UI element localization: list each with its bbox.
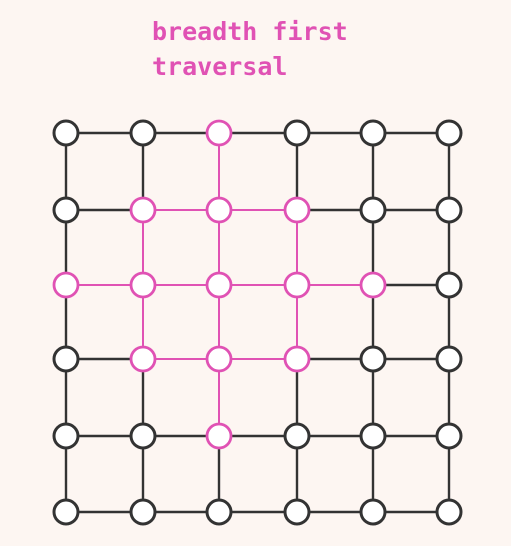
node-1-0: [52, 196, 80, 224]
edges-layer: [64, 131, 451, 514]
node-3-4: [359, 345, 387, 373]
title-line-2: traversal: [152, 52, 288, 81]
node-1-5: [435, 196, 463, 224]
visited-node-4-2: [205, 422, 233, 450]
node-4-5: [435, 422, 463, 450]
node-4-1: [129, 422, 157, 450]
visited-node-3-3: [283, 345, 311, 373]
nodes-layer: [52, 119, 463, 526]
node-5-4: [359, 498, 387, 526]
node-5-5: [435, 498, 463, 526]
visited-node-1-3: [283, 196, 311, 224]
node-4-4: [359, 422, 387, 450]
node-0-3: [283, 119, 311, 147]
node-1-4: [359, 196, 387, 224]
node-0-1: [129, 119, 157, 147]
node-4-3: [283, 422, 311, 450]
node-0-5: [435, 119, 463, 147]
title-line-1: breadth first: [152, 17, 348, 46]
node-5-3: [283, 498, 311, 526]
node-5-2: [205, 498, 233, 526]
node-3-0: [52, 345, 80, 373]
node-5-0: [52, 498, 80, 526]
visited-node-2-3: [283, 271, 311, 299]
node-3-5: [435, 345, 463, 373]
visited-node-2-1: [129, 271, 157, 299]
node-4-0: [52, 422, 80, 450]
diagram-title: breadth first traversal: [152, 14, 348, 84]
visited-node-3-1: [129, 345, 157, 373]
visited-node-0-2: [205, 119, 233, 147]
visited-node-2-2: [205, 271, 233, 299]
visited-node-1-1: [129, 196, 157, 224]
node-5-1: [129, 498, 157, 526]
visited-node-2-0: [52, 271, 80, 299]
node-0-0: [52, 119, 80, 147]
node-0-4: [359, 119, 387, 147]
node-2-5: [435, 271, 463, 299]
visited-node-2-4: [359, 271, 387, 299]
visited-node-1-2: [205, 196, 233, 224]
visited-node-3-2: [205, 345, 233, 373]
